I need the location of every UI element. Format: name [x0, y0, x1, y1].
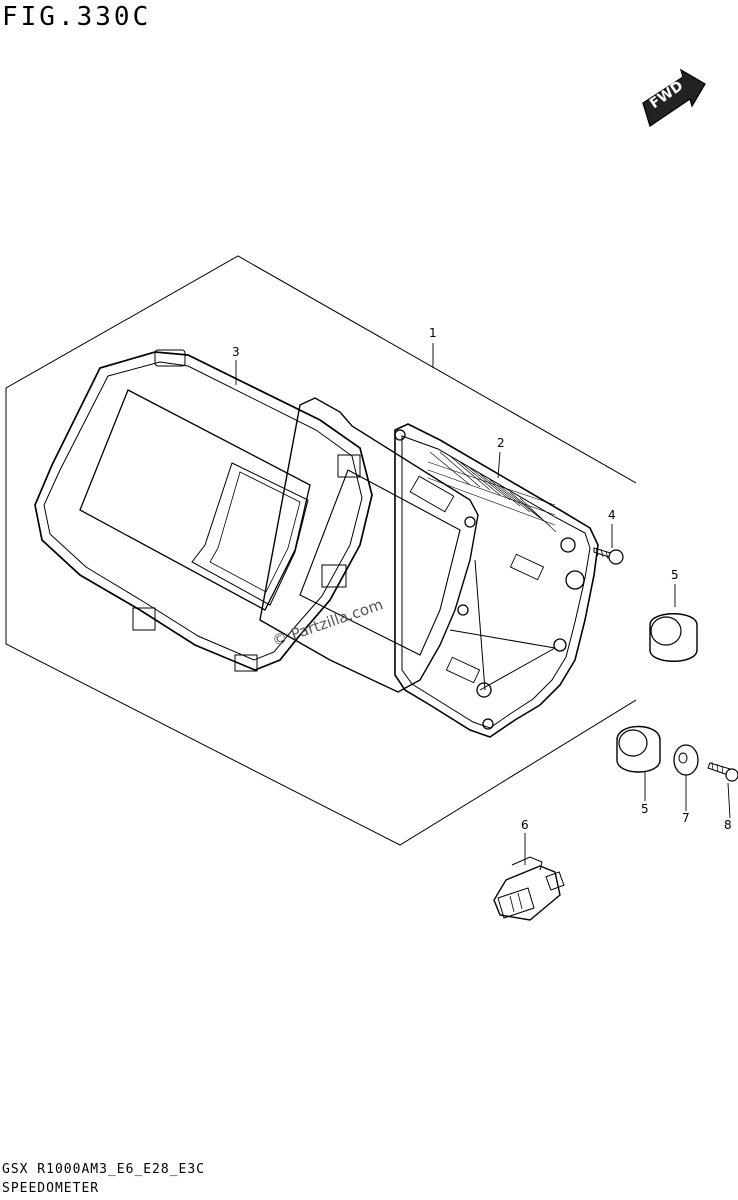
- callout-5-lower: 5: [641, 802, 649, 816]
- callout-6: 6: [521, 818, 529, 832]
- callout-7: 7: [682, 811, 690, 825]
- model-code: GSX R1000AM3_E6_E28_E3C: [2, 1162, 206, 1177]
- front-lens-cover: [34, 349, 373, 672]
- callout-8: 8: [724, 818, 732, 832]
- callout-3: 3: [232, 345, 240, 359]
- bolt-icon: [707, 761, 738, 782]
- fwd-arrow-icon: [642, 68, 706, 128]
- washer-icon: [673, 744, 699, 776]
- callout-1: 1: [429, 326, 437, 340]
- screw-icon: [593, 547, 624, 565]
- middle-panel: [259, 397, 479, 693]
- leader-line-8: [727, 782, 731, 819]
- rear-case: [394, 423, 599, 738]
- grommet-icon: [649, 613, 698, 662]
- assembly-boundary: [5, 255, 637, 846]
- grommet-icon: [616, 725, 661, 773]
- callout-2: 2: [497, 436, 505, 450]
- connector-icon: [493, 856, 565, 921]
- part-name: SPEEDOMETER: [2, 1181, 100, 1196]
- figure-title: FIG.330C: [2, 2, 152, 32]
- callout-5-upper: 5: [671, 568, 679, 582]
- callout-4: 4: [608, 508, 616, 522]
